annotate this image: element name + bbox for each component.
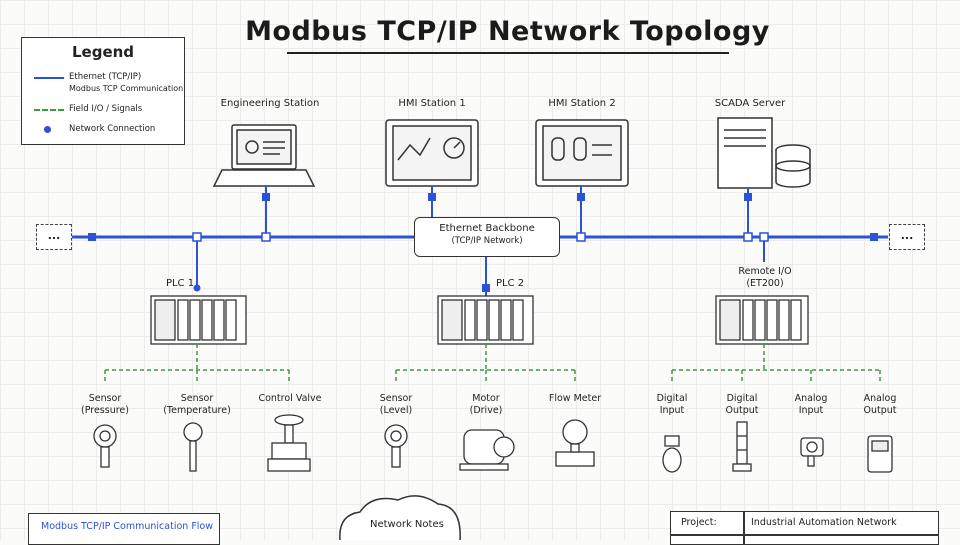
ethernet-backbone-box: Ethernet Backbone (TCP/IP Network) [414, 217, 560, 257]
backbone-nodes [88, 233, 878, 241]
field-label-valve: Control Valve [258, 393, 322, 404]
network-notes-title: Network Notes [370, 519, 444, 530]
control-valve-icon [267, 414, 311, 472]
laptop-icon [212, 124, 316, 187]
motor-icon [459, 429, 515, 471]
remote-io-rack-icon [715, 295, 809, 345]
node-engineering [262, 193, 270, 201]
legend-title: Legend [71, 43, 135, 61]
station-label-engineering: Engineering Station [220, 98, 320, 109]
field-label-flow: Flow Meter [548, 393, 602, 404]
plc-rack-icon [150, 295, 247, 345]
analog-input-icon [800, 437, 824, 467]
legend-connection-label: Network Connection [69, 124, 156, 134]
digital-input-icon [662, 435, 682, 473]
node-hmi2 [577, 193, 585, 201]
network-continuation-right: ... [889, 224, 925, 250]
field-label-pressure: Sensor(Pressure) [81, 393, 129, 416]
project-info-table: Project: Industrial Automation Network [670, 511, 939, 545]
network-continuation-left: ... [36, 224, 72, 250]
analog-output-icon [867, 435, 893, 473]
node-hmi1 [428, 193, 436, 201]
network-notes-cloud [339, 495, 461, 540]
hmi-panel-icon [385, 119, 479, 187]
title-underline [287, 52, 729, 54]
legend-item-connection: Network Connection [22, 124, 184, 140]
legend-ethernet-sub: Modbus TCP Communication [69, 84, 184, 93]
pressure-sensor-icon [93, 424, 117, 468]
page-title: Modbus TCP/IP Network Topology [245, 16, 770, 47]
station-label-hmi2: HMI Station 2 [548, 98, 616, 109]
legend-item-ethernet: Ethernet (TCP/IP) Modbus TCP Communicati… [22, 72, 184, 93]
legend-item-field: Field I/O / Signals [22, 104, 184, 120]
plc2-label: PLC 2 [495, 278, 525, 289]
field-label-temperature: Sensor(Temperature) [163, 393, 231, 416]
backbone-subtitle: (TCP/IP Network) [451, 236, 523, 246]
station-label-scada: SCADA Server [714, 98, 786, 109]
legend-ethernet-label: Ethernet (TCP/IP) [69, 72, 142, 82]
plc-rack-icon [437, 295, 534, 345]
legend-box: Legend Ethernet (TCP/IP) Modbus TCP Comm… [21, 37, 185, 145]
node-scada [744, 193, 752, 201]
remote-io-label: Remote I/O (ET200) [738, 266, 792, 289]
field-signal-lines [104, 344, 881, 384]
communication-flow-panel: Modbus TCP/IP Communication Flow [28, 513, 220, 545]
legend-field-label: Field I/O / Signals [69, 104, 143, 114]
communication-flow-title: Modbus TCP/IP Communication Flow [41, 521, 214, 532]
temperature-sensor-icon [183, 422, 203, 472]
plc1-label: PLC 1 [165, 278, 195, 289]
field-label-level: Sensor(Level) [379, 393, 413, 416]
project-value: Industrial Automation Network [751, 517, 897, 528]
hmi-panel-icon [535, 119, 629, 187]
project-key: Project: [681, 517, 717, 528]
connection-dot-swatch [44, 126, 51, 133]
station-label-hmi1: HMI Station 1 [398, 98, 466, 109]
field-label-motor: Motor(Drive) [469, 393, 503, 416]
level-sensor-icon [384, 424, 408, 468]
server-icon [717, 117, 811, 189]
ethernet-line-swatch [34, 77, 64, 79]
backbone-title: Ethernet Backbone [439, 223, 535, 234]
flow-meter-icon [555, 419, 595, 467]
field-dashed-swatch [34, 109, 64, 111]
stack-light-icon [732, 421, 752, 472]
